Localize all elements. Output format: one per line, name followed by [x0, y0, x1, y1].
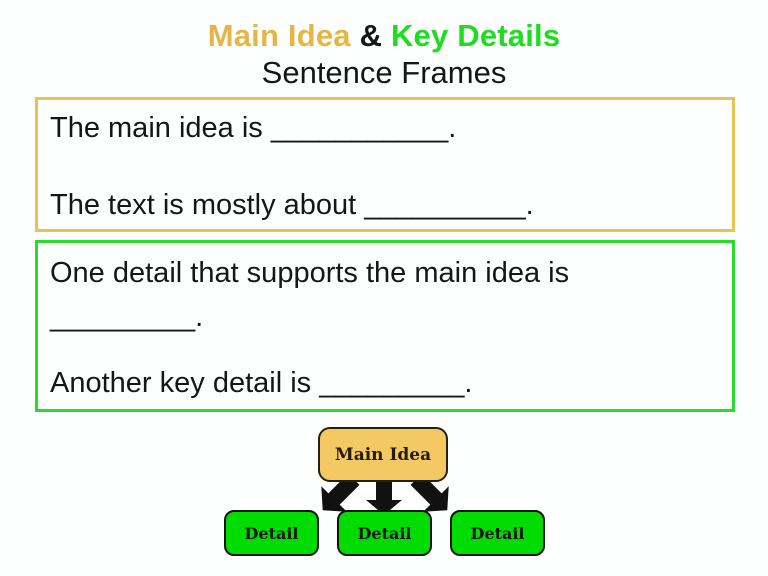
sentence-frame-key-detail-1-blank: _________. [50, 301, 204, 333]
detail-node-2: Detail [337, 510, 432, 556]
detail-node-3-label: Detail [470, 523, 525, 543]
sentence-frame-key-detail-1: One detail that supports the main idea i… [50, 257, 570, 289]
page-title: Main Idea & Key Details [0, 18, 768, 54]
main-idea-details-diagram: Main Idea Detail Detail Detail [0, 420, 768, 576]
title-key-details: Key Details [390, 18, 561, 53]
main-idea-node: Main Idea [318, 427, 448, 482]
sentence-frame-main-idea-1: The main idea is ___________. [50, 112, 457, 144]
down-right-arrow-icon [410, 473, 449, 512]
down-left-arrow-icon [321, 473, 360, 512]
key-details-sentence-frame-box: One detail that supports the main idea i… [35, 240, 735, 412]
detail-node-2-label: Detail [357, 523, 412, 543]
title-main-idea: Main Idea [207, 18, 351, 53]
main-idea-node-label: Main Idea [334, 444, 432, 465]
detail-node-3: Detail [450, 510, 545, 556]
detail-node-1-label: Detail [244, 523, 299, 543]
subtitle: Sentence Frames [261, 55, 507, 90]
main-idea-sentence-frame-box: The main idea is ___________. The text i… [35, 97, 735, 232]
sentence-frame-main-idea-2: The text is mostly about __________. [50, 189, 534, 221]
diagram-arrows [321, 473, 449, 515]
detail-node-1: Detail [224, 510, 319, 556]
title-ampersand: & [350, 18, 391, 53]
down-arrow-icon [366, 480, 402, 515]
sentence-frame-key-detail-2: Another key detail is _________. [50, 367, 473, 399]
